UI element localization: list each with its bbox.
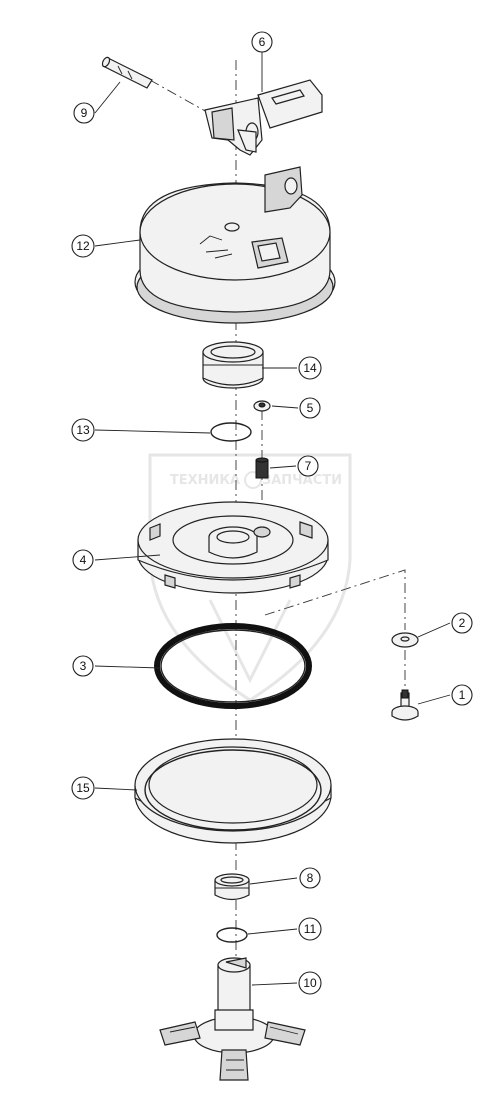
washer-part-5 [253, 400, 271, 412]
callout-9: 9 [73, 102, 95, 124]
svg-text:5: 5 [307, 401, 314, 415]
callout-10: 10 [298, 971, 322, 995]
callout-8: 8 [299, 867, 321, 889]
seal-ring-part-3 [154, 623, 312, 709]
callout-6: 6 [251, 31, 273, 53]
svg-text:1: 1 [459, 688, 466, 702]
callout-15: 15 [71, 776, 95, 800]
svg-text:14: 14 [303, 361, 317, 375]
watermark-right-word: ЗАПЧАСТИ [262, 473, 342, 488]
pin-axis [149, 79, 231, 126]
ratchet-plate-part-4 [137, 501, 329, 594]
svg-text:15: 15 [76, 781, 90, 795]
callout-1: 1 [451, 684, 473, 706]
svg-text:8: 8 [307, 871, 314, 885]
svg-text:12: 12 [76, 239, 90, 253]
set-screw-part-7 [255, 457, 269, 479]
callout-3: 3 [72, 655, 94, 677]
svg-text:13: 13 [76, 423, 90, 437]
pin-part-9 [101, 56, 153, 89]
callout-5: 5 [299, 397, 321, 419]
callout-11: 11 [298, 917, 322, 941]
spring-sleeve-part-8 [214, 873, 250, 901]
leader-lines [94, 52, 451, 986]
svg-text:11: 11 [304, 922, 317, 936]
callout-4: 4 [72, 549, 94, 571]
callout-2: 2 [451, 612, 473, 634]
latch-bracket-part-6 [204, 79, 323, 156]
o-ring-part-13 [210, 422, 252, 442]
svg-text:10: 10 [303, 976, 317, 990]
svg-text:6: 6 [259, 35, 266, 49]
callout-13: 13 [71, 418, 95, 442]
o-ring-part-11 [216, 927, 248, 943]
svg-text:3: 3 [80, 659, 87, 673]
svg-text:2: 2 [459, 616, 466, 630]
shaft-part-10 [159, 957, 306, 1081]
callout-12: 12 [71, 234, 95, 258]
washer-part-2 [391, 632, 419, 648]
sleeve-part-14 [202, 341, 264, 389]
bolt-part-1 [391, 689, 419, 721]
watermark-left-word: ТЕХНИКА [170, 473, 240, 488]
cover-part-12 [134, 166, 336, 324]
svg-text:7: 7 [305, 459, 312, 473]
svg-text:4: 4 [80, 553, 87, 567]
callout-7: 7 [297, 455, 319, 477]
callout-14: 14 [298, 356, 322, 380]
bezel-ring-part-15 [134, 738, 332, 844]
svg-text:9: 9 [81, 106, 88, 120]
